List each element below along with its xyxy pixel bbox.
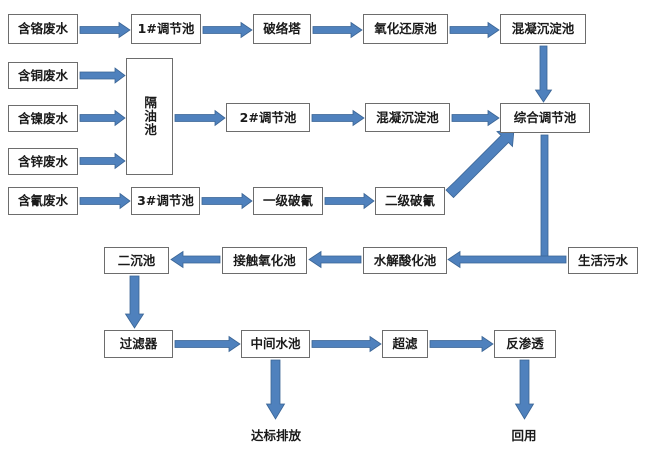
process-node-n12[interactable]: 综合调节池	[500, 103, 590, 133]
process-node-n11[interactable]: 混凝沉淀池	[365, 103, 450, 132]
process-node-n05[interactable]: 混凝沉淀池	[500, 14, 586, 44]
process-node-n21[interactable]: 过滤器	[104, 330, 173, 358]
arrow-e05	[534, 45, 553, 103]
arrow-e01	[79, 21, 131, 39]
process-node-n13[interactable]: 含氰废水	[8, 187, 78, 215]
arrow-e12	[79, 192, 131, 210]
arrow-e23	[429, 335, 494, 353]
process-node-n16[interactable]: 二级破氰	[375, 187, 445, 215]
arrow-e03	[312, 21, 363, 39]
arrow-e06	[79, 67, 126, 84]
process-node-n04[interactable]: 氧化还原池	[363, 14, 448, 44]
arrow-e13	[201, 192, 253, 210]
arrow-e25	[514, 359, 535, 420]
process-node-n15[interactable]: 一级破氰	[253, 187, 323, 215]
process-node-n03[interactable]: 破络塔	[253, 14, 311, 44]
arrow-e02	[202, 21, 253, 39]
process-node-n08[interactable]: 含锌废水	[8, 148, 78, 175]
process-node-n17[interactable]: 二沉池	[104, 247, 169, 274]
process-node-n23[interactable]: 超滤	[382, 330, 428, 358]
process-node-n01[interactable]: 含铬废水	[8, 14, 78, 44]
arrow-e14	[324, 192, 375, 210]
arrow-e11	[451, 109, 500, 127]
flow-label-n25: 达标排放	[250, 427, 301, 443]
arrow-e15	[445, 129, 515, 199]
process-node-n18[interactable]: 接触氧化池	[222, 247, 307, 274]
process-node-n09[interactable]: 隔油池	[126, 58, 173, 175]
arrow-e04	[449, 21, 500, 39]
process-node-n19[interactable]: 水解酸化池	[363, 247, 447, 274]
arrow-e08	[79, 152, 126, 170]
process-node-n20[interactable]: 生活污水	[568, 247, 638, 274]
arrow-e17	[447, 250, 567, 269]
arrow-e10	[311, 109, 365, 127]
arrow-e07	[79, 109, 126, 127]
process-node-n10[interactable]: 2#调节池	[226, 103, 310, 132]
arrow-e22	[311, 335, 382, 353]
arrow-e20	[124, 275, 145, 329]
process-node-n14[interactable]: 3#调节池	[131, 187, 200, 215]
process-node-n24[interactable]: 反渗透	[494, 330, 556, 358]
arrow-e16	[540, 134, 549, 263]
arrow-e19	[170, 250, 221, 269]
arrow-e18	[308, 250, 362, 269]
process-node-n02[interactable]: 1#调节池	[131, 14, 201, 44]
arrow-e24	[265, 359, 286, 420]
arrow-e09	[174, 109, 226, 127]
flow-label-n26: 回用	[511, 427, 537, 443]
process-node-n07[interactable]: 含镍废水	[8, 105, 78, 132]
process-node-n22[interactable]: 中间水池	[241, 330, 310, 358]
arrow-e21	[174, 335, 241, 353]
process-node-n06[interactable]: 含铜废水	[8, 62, 78, 89]
